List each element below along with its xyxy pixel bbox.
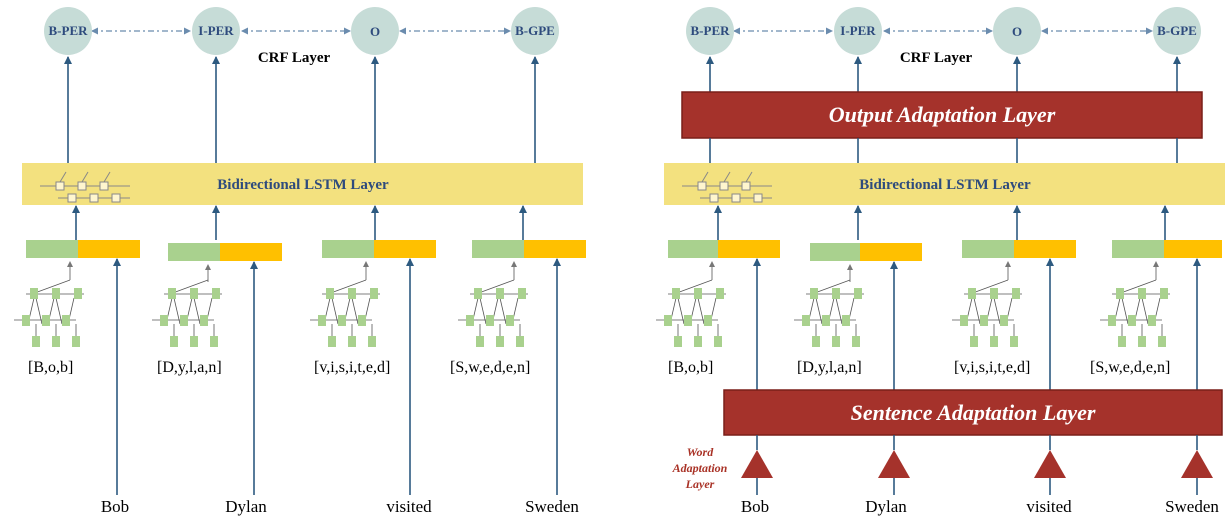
char-sequence: [B,o,b] [668,359,713,376]
word-adaptation-triangle [878,450,910,478]
tag-label: O [1012,24,1022,39]
char-sequence: [v,i,s,i,t,e,d] [314,359,390,376]
lstm-to-adaptation-lines [709,138,1178,163]
input-word: Bob [741,497,769,516]
tag-node [834,7,882,55]
char-sequence: [S,w,e,d,e,n] [450,359,530,376]
word-to-adaptation-lines [756,435,1198,450]
tag-node [1153,7,1201,55]
input-word: Bob [101,497,129,516]
tag-node [192,7,240,55]
tag-label: I-PER [840,23,876,38]
char-sequence: [B,o,b] [28,359,73,376]
bilstm-layer-label: Bidirectional LSTM Layer [217,177,389,193]
crf-layer-label: CRF Layer [900,50,973,66]
input-word: Sweden [525,497,579,516]
lstm-to-tag-arrows [64,56,539,163]
tag-label: B-GPE [515,23,555,38]
char-sequence: [S,w,e,d,e,n] [1090,359,1170,376]
crf-layer-label: CRF Layer [258,50,331,66]
panel-left: B-PER I-PER O B-GPE CRF Layer Bidirectio… [13,7,586,516]
char-lstm-icon [793,279,865,348]
char-lstm-icon [151,279,223,348]
char-lstm-icon [951,279,1023,348]
embedding-to-lstm-arrows [72,205,527,240]
tag-node [511,7,559,55]
word-adaptation-label: Adaptation [672,461,728,475]
word-adaptation-triangle [1181,450,1213,478]
adaptation-to-tag-arrows [706,56,1181,92]
tag-node [686,7,734,55]
tag-nodes: B-PER I-PER O B-GPE [44,7,559,55]
char-lstm-icon [457,279,529,348]
char-embedding [1112,240,1164,258]
char-lstm-icon [309,279,381,348]
tag-node [993,7,1041,55]
char-embedding [962,240,1014,258]
word-embedding [374,240,436,258]
tag-node [351,7,399,55]
word-to-triangle-lines [756,478,1198,495]
tag-label: I-PER [198,23,234,38]
tag-node [44,7,92,55]
char-embedding [26,240,78,258]
lstm-cells-icon [40,171,130,203]
sentence-adaptation-label: Sentence Adaptation Layer [851,400,1096,425]
embedding-to-lstm-arrows [714,205,1169,240]
char-sequence: [D,y,l,a,n] [157,359,222,376]
word-embedding [220,243,282,261]
tag-label: B-GPE [1157,23,1197,38]
word-adaptation-label: Layer [685,477,715,491]
char-to-embedding-arrows [67,261,517,282]
char-sequence: [v,i,s,i,t,e,d] [954,359,1030,376]
input-word: visited [1026,497,1072,516]
adaptation-to-embedding-arrows [753,258,1201,390]
word-embedding [524,240,586,258]
input-word: Dylan [225,497,267,516]
sentence-adaptation-layer [723,389,1223,436]
output-adaptation-layer [681,91,1203,139]
char-lstm-icon [1099,279,1171,348]
tag-label: B-PER [691,23,731,38]
char-lstm-icon [13,279,85,348]
word-adaptation-triangle [1034,450,1066,478]
word-embeddings [26,240,586,261]
panel-right: B-PER I-PER O B-GPE CRF Layer Output Ada… [655,7,1225,516]
lstm-cells-icon [682,171,772,203]
word-embedding [78,240,140,258]
bilstm-layer-label: Bidirectional LSTM Layer [859,177,1031,193]
tag-label: B-PER [49,23,89,38]
char-embedding [668,240,718,258]
char-embedding [168,243,220,261]
word-embedding [860,243,922,261]
tag-nodes: B-PER I-PER O B-GPE [686,7,1201,55]
char-embedding [810,243,860,261]
input-word: Sweden [1165,497,1219,516]
word-to-embedding-arrows [113,258,561,495]
word-adaptation-label: Word [687,445,714,459]
char-lstm-icon [655,279,727,348]
tag-label: O [370,24,380,39]
input-word: visited [386,497,432,516]
input-word: Dylan [865,497,907,516]
word-adaptation-triangle [741,450,773,478]
char-to-embedding-arrows [709,261,1159,282]
word-embedding [718,240,780,258]
char-sequence: [D,y,l,a,n] [797,359,862,376]
word-embeddings [668,240,1222,261]
char-embedding [472,240,524,258]
char-embedding [322,240,374,258]
word-embedding [1164,240,1222,258]
output-adaptation-label: Output Adaptation Layer [829,102,1056,127]
word-adaptation-triangles [741,450,1213,478]
word-embedding [1014,240,1076,258]
